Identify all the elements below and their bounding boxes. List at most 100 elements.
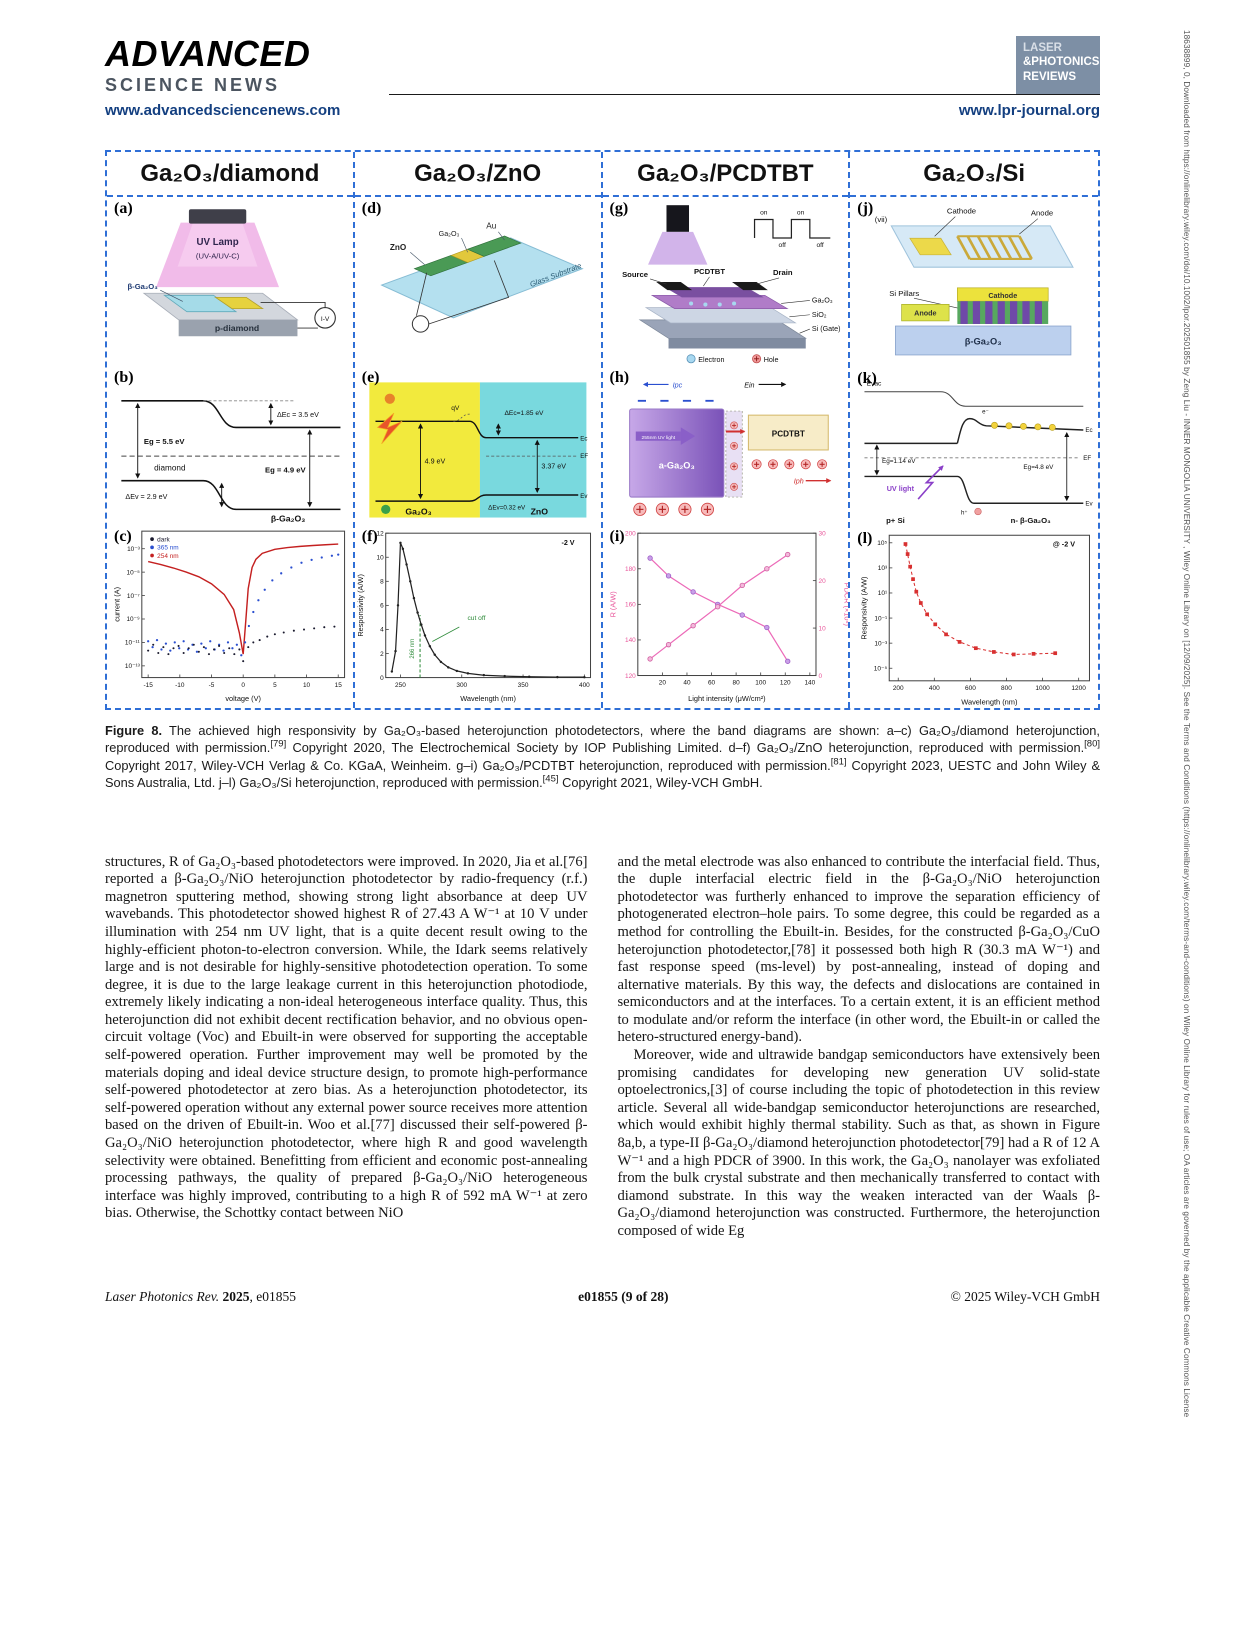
svg-text:200: 200	[893, 685, 904, 692]
anode-bar-label: Anode	[914, 309, 936, 318]
svg-text:6: 6	[380, 602, 384, 609]
svg-text:10⁻⁷: 10⁻⁷	[127, 592, 141, 599]
panel-label-c: (c)	[114, 527, 132, 545]
waveform-off-label: off	[778, 242, 785, 249]
caption-text: Copyright 2021, Wiley-VCH GmbH.	[558, 775, 763, 791]
panel-label-a: (a)	[114, 200, 133, 217]
electron-legend-icon	[686, 354, 696, 364]
figure-column-diamond: Ga₂O₃/diamond (a) UV Lamp (UV-A/UV-C) β-…	[107, 152, 355, 708]
vii-label: (vii)	[875, 215, 888, 224]
svg-text:10: 10	[818, 625, 826, 632]
si-device-schematic: (vii) Cathode Anode Si Pillars	[875, 207, 1075, 356]
svg-text:Responsivity (A/W): Responsivity (A/W)	[860, 576, 869, 640]
badge-line-laser: LASER	[1023, 42, 1062, 54]
ev-label: Ev	[580, 493, 588, 500]
svg-text:15: 15	[335, 681, 343, 688]
interdigitated-fingers	[956, 235, 1034, 260]
svg-text:266 nm: 266 nm	[410, 638, 416, 658]
svg-text:10⁻¹¹: 10⁻¹¹	[125, 639, 140, 646]
svg-text:40: 40	[683, 679, 691, 686]
uv-arrow-body	[635, 431, 681, 441]
figure-panel-h: (h) 255nm UV light a	[603, 366, 849, 525]
hole-row-bottom	[632, 502, 714, 516]
svg-text:10⁻⁵: 10⁻⁵	[874, 666, 888, 673]
pcdtbt-device-schematic: on on off off Source	[622, 205, 840, 364]
asn-url-link[interactable]: www.advancedsciencenews.com	[105, 102, 341, 119]
valence-band-line	[864, 476, 1084, 505]
svg-text:30: 30	[818, 530, 826, 537]
electrode-pad	[214, 296, 264, 310]
zno-label: ZnO	[390, 243, 407, 252]
diamond-device-schematic: UV Lamp (UV-A/UV-C) β-Ga₂O₃ p-diamond I-…	[127, 209, 336, 337]
panel-label-b: (b)	[114, 368, 134, 386]
svg-text:Responsivity (A/W): Responsivity (A/W)	[356, 574, 365, 637]
figure-panel-b: (b) Eg = 5.5 eV ΔEc = 3.5 eV diamond Eg …	[107, 366, 353, 525]
svg-text:Light intensity (μW/cm²): Light intensity (μW/cm²)	[688, 694, 765, 703]
svg-text:dark: dark	[157, 536, 170, 543]
pcdtbt-box	[747, 414, 829, 451]
svg-text:10⁻¹³: 10⁻¹³	[125, 663, 141, 670]
body-text: structures, R of Ga₂O₃-based photodetect…	[105, 854, 1100, 1241]
waveform-on-label: on	[760, 209, 768, 216]
junction-charges	[729, 421, 738, 491]
si-gate-front	[668, 338, 806, 349]
svg-text:5: 5	[273, 681, 277, 688]
footer-copyright: © 2025 Wiley-VCH GmbH	[950, 1288, 1100, 1304]
lpr-journal-badge: LASER &PHOTONICS REVIEWS	[1016, 36, 1100, 94]
advanced-science-news-logo: ADVANCED SCIENCE NEWS	[105, 36, 310, 96]
sio2-layer	[644, 307, 797, 324]
cathode-top-label: Cathode	[947, 207, 976, 216]
leader-line	[914, 297, 960, 309]
caption-ref-81: [81]	[830, 756, 847, 768]
figure-panel-e: (e) qV 4.9 eV ΔEc=	[355, 366, 601, 525]
svg-text:300: 300	[456, 681, 467, 688]
ec-label: Ec	[1086, 427, 1093, 434]
svg-text:20: 20	[818, 578, 826, 585]
wire	[415, 272, 427, 316]
ef-label: EF	[1084, 455, 1092, 462]
svg-text:Wavelength (nm): Wavelength (nm)	[961, 698, 1018, 707]
leader-line	[460, 237, 468, 253]
svg-text:60: 60	[707, 679, 715, 686]
panel-label-g: (g)	[609, 200, 629, 217]
svg-text:10¹: 10¹	[878, 591, 888, 598]
svg-text:R (A/W): R (A/W)	[608, 591, 617, 617]
figure-column-title-diamond: Ga₂O₃/diamond	[107, 152, 353, 197]
figure-column-pcdtbt: Ga₂O₃/PCDTBT (g) on on off off	[602, 152, 851, 708]
svg-text:-10: -10	[175, 681, 185, 688]
source-label: Source	[622, 270, 648, 279]
svg-text:0: 0	[818, 672, 822, 679]
svg-text:140: 140	[625, 637, 636, 644]
caption-figure-number: Figure 8.	[105, 722, 163, 738]
hole-label: h⁺	[961, 510, 968, 517]
lpr-url-link[interactable]: www.lpr-journal.org	[958, 102, 1100, 119]
anode-bar	[901, 303, 950, 322]
figure-panel-a: (a) UV Lamp (UV-A/UV-C) β-Ga₂O₃ p-diamon…	[107, 197, 353, 366]
qv-bend-line	[453, 413, 470, 422]
ga2o3-layer-label: β-Ga₂O₃	[127, 282, 158, 291]
panel-label-l: (l)	[857, 530, 873, 548]
svg-text:20: 20	[658, 679, 666, 686]
figure-column-si: Ga₂O₃/Si (j) (vii) Cathode	[850, 152, 1098, 708]
au-strip	[466, 235, 522, 257]
figure-panel-g: (g) on on off off	[603, 197, 849, 366]
svg-text:365 nm: 365 nm	[157, 544, 178, 551]
uv-beam-inner	[177, 222, 258, 267]
svg-text:1000: 1000	[1036, 685, 1051, 692]
diamond-label: diamond	[154, 463, 186, 472]
on-off-waveform	[753, 218, 830, 239]
leader-line	[756, 277, 779, 285]
ga2o3-region	[369, 382, 480, 518]
waveform-off-label: off	[816, 242, 823, 249]
au-label: Au	[486, 222, 496, 231]
svg-text:400: 400	[929, 685, 940, 692]
a-ga2o3-label: a-Ga₂O₃	[658, 460, 694, 470]
leader-line	[780, 300, 810, 304]
dec-label: ΔEc=1.85 eV	[504, 410, 544, 417]
pcdtbt-junction-schematic: 255nm UV light a-Ga₂O₃ PCDTBT	[628, 381, 831, 516]
eg-ga2o3-label: Eg=4.8 eV	[1024, 465, 1055, 472]
diamond-band-diagram: Eg = 5.5 eV ΔEc = 3.5 eV diamond Eg = 4.…	[121, 399, 341, 524]
